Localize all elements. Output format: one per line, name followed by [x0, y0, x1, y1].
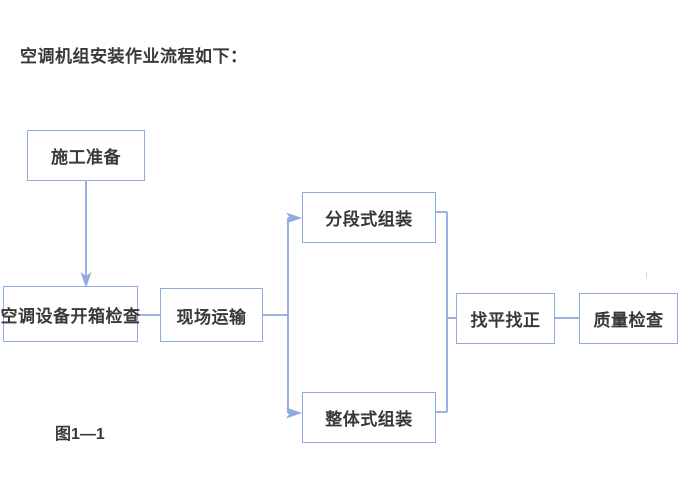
edge-assembly-merge-to-level [436, 211, 456, 413]
flow-node-label: 整体式组装 [325, 410, 413, 429]
stray-tick-mark [646, 272, 647, 279]
flow-node-leveling-alignment[interactable]: 找平找正 [456, 293, 555, 344]
edge-bus-to-segmented [286, 212, 302, 224]
flow-node-label: 空调设备开箱检查 [0, 306, 141, 326]
flow-node-label: 施工准备 [51, 148, 121, 167]
flow-node-label: 分段式组装 [325, 210, 413, 229]
flow-node-site-transport[interactable]: 现场运输 [160, 288, 263, 342]
flow-node-quality-inspection[interactable]: 质量检查 [579, 293, 678, 344]
flow-node-integral-assembly[interactable]: 整体式组装 [302, 392, 436, 443]
flow-node-segmented-assembly[interactable]: 分段式组装 [302, 192, 436, 243]
figure-caption: 图1—1 [55, 426, 105, 443]
page-title: 空调机组安装作业流程如下： [20, 47, 248, 66]
flow-node-label: 找平找正 [470, 311, 541, 330]
flow-node-label: 现场运输 [176, 307, 247, 327]
edge-transport-to-bus [263, 218, 289, 413]
flow-node-label: 质量检查 [593, 311, 664, 330]
edge-prep-to-unpack [80, 181, 92, 288]
flow-node-equipment-unpacking-inspection[interactable]: 空调设备开箱检查 [0, 286, 141, 342]
flow-node-construction-preparation[interactable]: 施工准备 [27, 130, 145, 181]
edge-bus-to-whole [286, 407, 302, 419]
